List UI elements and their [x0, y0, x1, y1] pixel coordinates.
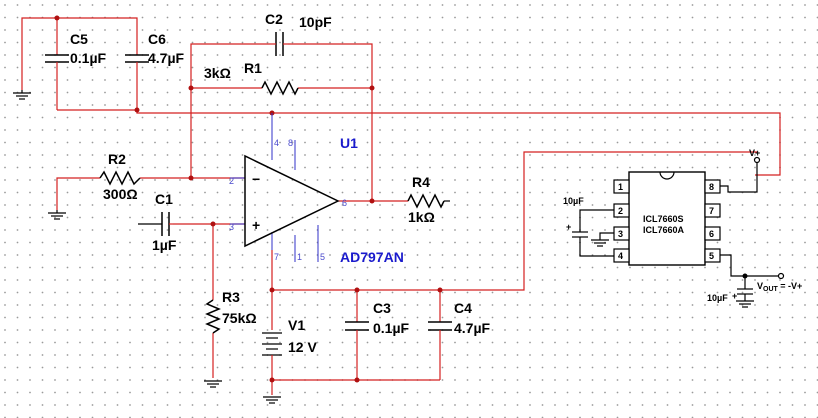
capacitor-c4[interactable]: C4 4.7µF — [428, 300, 491, 337]
chip-pin-number: 7 — [709, 206, 714, 216]
c4-value-label: 4.7µF — [454, 320, 491, 336]
resistor-r3[interactable]: R3 75kΩ — [205, 289, 257, 334]
c3-ref-label: C3 — [373, 300, 391, 316]
c2-value-label: 10pF — [299, 14, 332, 30]
capacitor-c6[interactable]: C6 4.7µF — [125, 31, 185, 70]
capacitor-c3[interactable]: C3 0.1µF — [345, 300, 410, 337]
c2-ref-label: C2 — [265, 11, 283, 27]
r4-value-label: 1kΩ — [408, 209, 435, 225]
output-cap-plus-sign: + — [732, 291, 737, 301]
output-cap-label: 10µF — [707, 293, 728, 303]
vplus-label: V+ — [749, 148, 760, 158]
ground-symbol — [263, 396, 281, 404]
c4-ref-label: C4 — [454, 300, 472, 316]
c5-ref-label: C5 — [70, 31, 88, 47]
r3-ref-label: R3 — [222, 289, 240, 305]
chip-pin-number: 6 — [709, 229, 714, 239]
r1-value-label: 3kΩ — [204, 65, 231, 81]
opamp-noninverting-sign: + — [252, 217, 260, 233]
pin-number: 8 — [288, 138, 293, 148]
c6-ref-label: C6 — [148, 31, 166, 47]
c1-value-label: 1µF — [152, 237, 177, 253]
pin-number: 1 — [297, 252, 302, 262]
capacitor-c2[interactable]: C2 10pF — [265, 11, 332, 56]
junction-dots — [54, 15, 443, 383]
r3-value-label: 75kΩ — [222, 310, 257, 326]
converter-icl7660[interactable]: 1 2 3 4 8 7 6 5 ICL7660S ICL7660A V+ 10µ… — [563, 148, 802, 308]
vout-label: VOUT = -V+ — [757, 281, 802, 293]
opamp-inverting-sign: − — [252, 171, 260, 187]
c3-value-label: 0.1µF — [373, 320, 410, 336]
ground-symbol — [13, 90, 31, 100]
r2-ref-label: R2 — [108, 151, 126, 167]
pin-number: 7 — [274, 252, 279, 262]
c6-value-label: 4.7µF — [148, 50, 185, 66]
chip-pin-number: 4 — [618, 251, 623, 261]
r4-ref-label: R4 — [412, 174, 430, 190]
capacitor-c5[interactable]: C5 0.1µF — [45, 31, 107, 70]
pin-number: 5 — [320, 252, 325, 262]
v1-ref-label: V1 — [288, 317, 305, 333]
chip-pin-number: 2 — [618, 206, 623, 216]
r2-value-label: 300Ω — [103, 186, 138, 202]
pin-number: 6 — [342, 198, 347, 208]
opamp-ref-label: U1 — [340, 135, 358, 151]
c5-value-label: 0.1µF — [70, 50, 107, 66]
resistor-r1[interactable]: 3kΩ R1 — [204, 60, 299, 96]
resistor-r4[interactable]: R4 1kΩ — [407, 174, 450, 225]
chip-pin-number: 3 — [618, 229, 623, 239]
chip-pin-number: 8 — [709, 182, 714, 192]
voltage-source-v1[interactable]: V1 12 V — [262, 317, 317, 365]
ground-symbol — [48, 210, 66, 220]
opamp-part-label: AD797AN — [340, 249, 404, 265]
r1-ref-label: R1 — [244, 60, 262, 76]
c1-ref-label: C1 — [155, 191, 173, 207]
input-cap-plus-sign: + — [566, 222, 571, 232]
input-cap-label: 10µF — [563, 196, 584, 206]
chip-pin-number: 5 — [709, 251, 714, 261]
pin-number: 4 — [274, 138, 279, 148]
ground-symbol — [204, 380, 222, 388]
chip-part-label: ICL7660S — [643, 214, 684, 224]
opamp-u1[interactable]: − + 4 8 2 3 6 7 1 5 U1 AD797AN — [229, 113, 404, 265]
wires — [21, 17, 781, 395]
chip-pin-number: 1 — [618, 182, 623, 192]
pin-number: 3 — [229, 222, 234, 232]
pin-number: 2 — [229, 176, 234, 186]
chip-part-label: ICL7660A — [643, 225, 685, 235]
v1-value-label: 12 V — [288, 339, 317, 355]
resistor-r2[interactable]: R2 300Ω — [99, 151, 141, 202]
capacitor-c1[interactable]: C1 1µF — [138, 191, 177, 253]
